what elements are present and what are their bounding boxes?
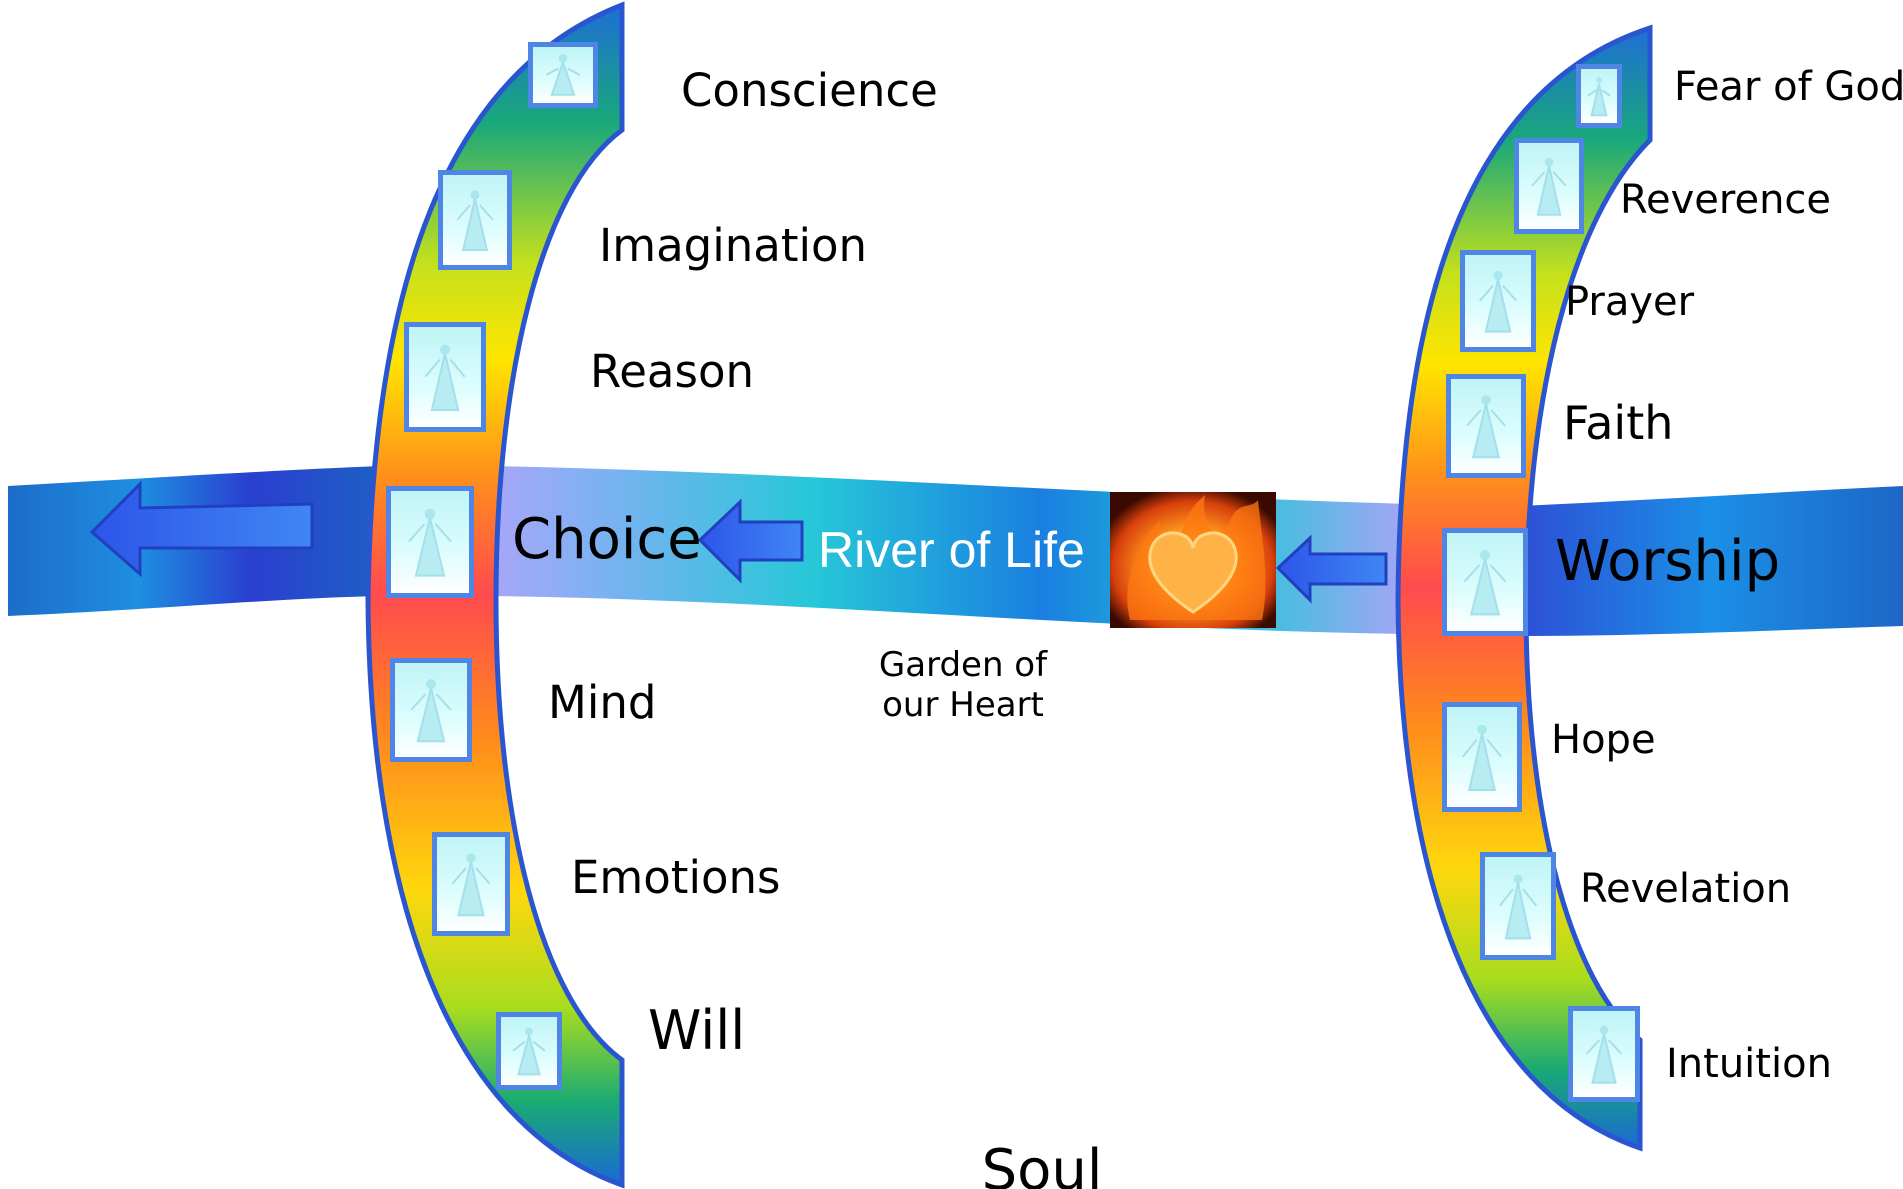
soul-title: Soul bbox=[982, 1138, 1103, 1189]
garden-label-line2: our Heart bbox=[882, 685, 1044, 725]
label-prayer: Prayer bbox=[1565, 279, 1695, 325]
river-of-life-label: River of Life bbox=[818, 522, 1085, 578]
label-hope: Hope bbox=[1551, 717, 1656, 763]
label-faith: Faith bbox=[1563, 396, 1673, 450]
label-choice: Choice bbox=[512, 507, 702, 572]
door-with-figure-icon bbox=[432, 832, 510, 936]
door-with-figure-icon bbox=[1568, 1006, 1640, 1102]
label-worship: Worship bbox=[1555, 529, 1780, 594]
door-with-figure-icon bbox=[528, 42, 598, 108]
label-reverence: Reverence bbox=[1620, 177, 1831, 223]
door-with-figure-icon bbox=[1576, 64, 1622, 128]
label-fear-of-god: Fear of God bbox=[1674, 64, 1903, 110]
label-intuition: Intuition bbox=[1666, 1041, 1832, 1087]
door-with-figure-icon bbox=[1442, 702, 1522, 812]
door-with-figure-icon bbox=[496, 1012, 562, 1090]
label-will: Will bbox=[648, 999, 745, 1062]
label-emotions: Emotions bbox=[571, 851, 780, 904]
label-mind: Mind bbox=[548, 676, 656, 729]
label-imagination: Imagination bbox=[599, 219, 867, 272]
label-conscience: Conscience bbox=[681, 64, 938, 117]
door-with-figure-icon bbox=[1442, 528, 1528, 636]
door-with-figure-icon bbox=[1514, 138, 1584, 234]
door-with-figure-icon bbox=[1480, 852, 1556, 960]
door-with-figure-icon bbox=[1446, 374, 1526, 478]
door-with-figure-icon bbox=[404, 322, 486, 432]
door-with-figure-icon bbox=[438, 170, 512, 270]
label-reason: Reason bbox=[590, 345, 754, 398]
door-with-figure-icon bbox=[386, 486, 474, 598]
garden-label-line1: Garden of bbox=[879, 645, 1048, 685]
label-revelation: Revelation bbox=[1580, 866, 1791, 912]
flaming-heart-icon bbox=[1110, 492, 1276, 628]
door-with-figure-icon bbox=[390, 658, 472, 762]
door-with-figure-icon bbox=[1460, 250, 1536, 352]
